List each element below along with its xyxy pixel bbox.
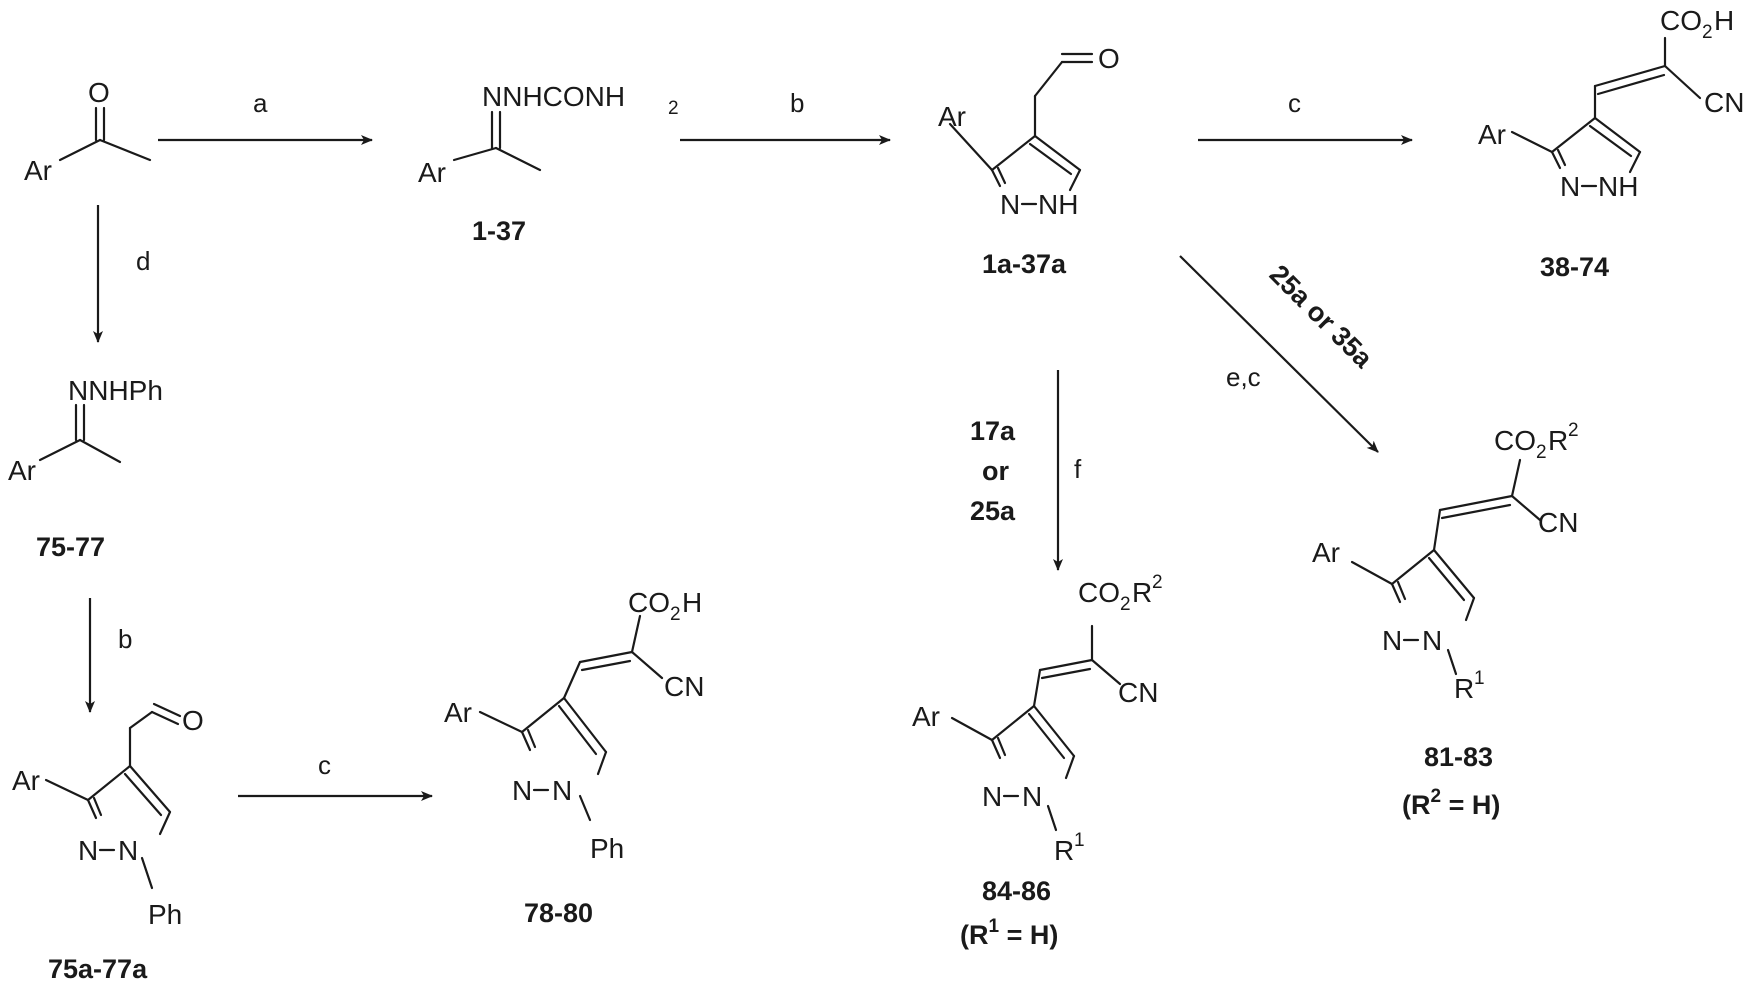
- compound-note-81-83: (R2 = H): [1402, 786, 1500, 820]
- ester-r-superscript: 2: [1568, 420, 1579, 441]
- hydrazone-group: NNHPh: [68, 375, 163, 406]
- pyrazole-n-r: N: [1422, 625, 1442, 656]
- pyrazole-n: N: [1382, 625, 1402, 656]
- compound-label-81-83: 81-83: [1424, 742, 1493, 772]
- atom-ar: Ar: [444, 697, 472, 728]
- atom-ar: Ar: [912, 701, 940, 732]
- compound-label-1a-37a: 1a-37a: [982, 249, 1067, 279]
- pyrazole-n-phenyl: N: [118, 835, 138, 866]
- n-phenyl: Ph: [148, 899, 182, 930]
- carboxyl-co: CO: [628, 587, 670, 618]
- phenylhydrazone-structure: NNHPh Ar: [8, 375, 163, 486]
- atom-ar: Ar: [1478, 119, 1506, 150]
- atom-ar: Ar: [24, 155, 52, 186]
- n-substituent-superscript: 1: [1474, 668, 1485, 689]
- ester-r-superscript: 2: [1152, 572, 1163, 593]
- compound-label-38-74: 38-74: [1540, 252, 1609, 282]
- atom-ar: Ar: [8, 455, 36, 486]
- ester-subscript: 2: [1536, 442, 1547, 463]
- ester-r: R: [1548, 425, 1568, 456]
- step-f-label: f: [1074, 454, 1082, 484]
- n-substituent-r: R: [1454, 673, 1474, 704]
- atom-o: O: [88, 77, 110, 108]
- acrylate-ester-f-structure: CO 2 R 2 CN Ar N N R 1: [912, 572, 1163, 866]
- nitrile-cn: CN: [1118, 677, 1158, 708]
- pyrazole-n: N: [78, 835, 98, 866]
- nitrile-cn: CN: [664, 671, 704, 702]
- pyrazole-n: N: [512, 775, 532, 806]
- n-phenyl: Ph: [590, 833, 624, 864]
- carboxyl-h: H: [682, 587, 702, 618]
- ester-co: CO: [1078, 577, 1120, 608]
- ester-subscript: 2: [1120, 594, 1131, 615]
- acrylic-acid-nh-structure: Ar CO 2 H CN N NH: [1478, 5, 1744, 202]
- n-substituent-r: R: [1054, 835, 1074, 866]
- pyrazole-n: N: [1000, 189, 1020, 220]
- atom-ar: Ar: [1312, 537, 1340, 568]
- semicarbazone-subscript: 2: [668, 98, 679, 119]
- atom-ar: Ar: [938, 101, 966, 132]
- acrylic-acid-phenyl-structure: CO 2 H CN Ar N N Ph: [444, 587, 704, 864]
- carboxyl-h: H: [1714, 5, 1734, 36]
- pyrazole-n-r: N: [1022, 781, 1042, 812]
- compound-note-84-86: (R1 = H): [960, 916, 1058, 950]
- step-ec-label: e,c: [1226, 362, 1261, 392]
- pyrazole-n: N: [982, 781, 1002, 812]
- step-f-reagent-1: 17a: [970, 416, 1016, 446]
- nitrile-cn: CN: [1538, 507, 1578, 538]
- acetophenone-structure: O Ar: [24, 77, 152, 186]
- semicarbazone-group: NNHCONH: [482, 81, 625, 112]
- step-c-label: c: [1288, 88, 1301, 118]
- pyrazole-nh: NH: [1598, 171, 1638, 202]
- arrow-step-ec: [1179, 255, 1379, 453]
- compound-label-75-77: 75-77: [36, 532, 105, 562]
- n-substituent-superscript: 1: [1074, 830, 1085, 851]
- carboxyl-co: CO: [1660, 5, 1702, 36]
- step-b-label: b: [790, 88, 804, 118]
- pyrazole-n-phenyl: N: [552, 775, 572, 806]
- step-f-reagent-2: 25a: [970, 496, 1016, 526]
- step-b-lower-label: b: [118, 624, 132, 654]
- step-f-reagent-or: or: [982, 456, 1009, 486]
- compound-label-84-86: 84-86: [982, 876, 1051, 906]
- step-a-label: a: [253, 88, 268, 118]
- compound-label-1-37: 1-37: [472, 216, 526, 246]
- ester-co: CO: [1494, 425, 1536, 456]
- semicarbazone-structure: NNHCONH 2 Ar: [418, 81, 679, 188]
- compound-label-75a-77a: 75a-77a: [48, 954, 148, 984]
- pyrazole-nh: NH: [1038, 189, 1078, 220]
- carboxyl-subscript: 2: [1702, 22, 1713, 43]
- phenyl-pyrazole-aldehyde-structure: O Ar N N Ph: [12, 702, 204, 930]
- aldehyde-oxygen: O: [182, 705, 204, 736]
- pyrazole-aldehyde-structure: O Ar N NH: [938, 43, 1120, 220]
- ester-r: R: [1132, 577, 1152, 608]
- acrylate-ester-ec-structure: CO 2 R 2 CN Ar N N R 1: [1312, 420, 1579, 704]
- atom-ar: Ar: [418, 157, 446, 188]
- carboxyl-subscript: 2: [670, 604, 681, 625]
- step-d-label: d: [136, 246, 150, 276]
- pyrazole-n: N: [1560, 171, 1580, 202]
- aldehyde-oxygen: O: [1098, 43, 1120, 74]
- nitrile-cn: CN: [1704, 87, 1744, 118]
- compound-label-78-80: 78-80: [524, 898, 593, 928]
- step-c-bottom-label: c: [318, 750, 331, 780]
- atom-ar: Ar: [12, 765, 40, 796]
